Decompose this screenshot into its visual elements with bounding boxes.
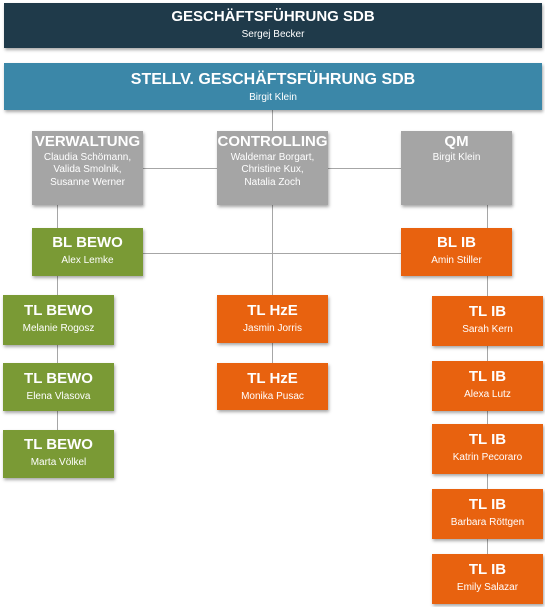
connector-hze-vertical	[272, 343, 273, 363]
verwaltung-names: Claudia Schömann, Valida Smolnik, Susann…	[44, 152, 131, 190]
tl-ib-box: TL IB Emily Salazar	[432, 554, 543, 604]
tl-ib-box: TL IB Barbara Röttgen	[432, 489, 543, 539]
ceo-box: GESCHÄFTSFÜHRUNG SDB Sergej Becker	[4, 3, 542, 48]
qm-name: Birgit Klein	[432, 151, 481, 163]
verwaltung-name: Claudia Schömann,	[43, 151, 132, 163]
tl-hze-name: Monika Pusac	[241, 390, 304, 402]
deputy-title: STELLV. GESCHÄFTSFÜHRUNG SDB	[130, 71, 416, 88]
tl-ib-title: TL IB	[468, 368, 507, 385]
tl-bewo-box: TL BEWO Melanie Rogosz	[3, 295, 114, 345]
tl-ib-name: Katrin Pecoraro	[452, 451, 523, 463]
tl-ib-box: TL IB Alexa Lutz	[432, 361, 543, 411]
deputy-box: STELLV. GESCHÄFTSFÜHRUNG SDB Birgit Klei…	[4, 63, 542, 110]
verwaltung-box: VERWALTUNG Claudia Schömann, Valida Smol…	[32, 131, 143, 205]
ceo-title: GESCHÄFTSFÜHRUNG SDB	[171, 8, 375, 25]
tl-ib-name: Sarah Kern	[462, 323, 513, 335]
tl-ib-title: TL IB	[468, 561, 507, 578]
tl-hze-box: TL HzE Monika Pusac	[217, 363, 328, 410]
tl-bewo-title: TL BEWO	[24, 436, 93, 453]
tl-ib-title: TL IB	[468, 431, 507, 448]
tl-hze-box: TL HzE Jasmin Jorris	[217, 295, 328, 343]
tl-bewo-name: Marta Völkel	[30, 456, 87, 468]
controlling-name: Waldemar Borgart,	[230, 151, 315, 163]
tl-ib-name: Alexa Lutz	[464, 388, 511, 400]
qm-title: QM	[444, 133, 469, 150]
tl-ib-title: TL IB	[468, 496, 507, 513]
tl-ib-name: Emily Salazar	[456, 581, 519, 593]
tl-bewo-box: TL BEWO Elena Vlasova	[3, 363, 114, 411]
deputy-name: Birgit Klein	[249, 91, 297, 103]
bl-bewo-title: BL BEWO	[52, 234, 123, 251]
controlling-box: CONTROLLING Waldemar Borgart, Christine …	[217, 131, 328, 205]
tl-bewo-name: Melanie Rogosz	[22, 322, 95, 334]
controlling-title: CONTROLLING	[217, 133, 328, 150]
bl-bewo-box: BL BEWO Alex Lemke	[32, 228, 143, 276]
bl-ib-name: Amin Stiller	[431, 254, 482, 266]
verwaltung-name: Susanne Werner	[50, 176, 125, 188]
controlling-name: Natalia Zoch	[244, 176, 301, 188]
qm-box: QM Birgit Klein	[401, 131, 512, 205]
verwaltung-name: Valida Smolnik,	[53, 164, 122, 175]
bl-ib-box: BL IB Amin Stiller	[401, 228, 512, 276]
tl-ib-title: TL IB	[468, 303, 507, 320]
tl-hze-title: TL HzE	[247, 370, 298, 387]
tl-ib-box: TL IB Sarah Kern	[432, 296, 543, 346]
tl-ib-name: Barbara Röttgen	[450, 516, 525, 528]
tl-hze-title: TL HzE	[247, 302, 298, 319]
verwaltung-title: VERWALTUNG	[34, 133, 141, 150]
qm-names: Birgit Klein	[433, 152, 481, 165]
controlling-names: Waldemar Borgart, Christine Kux, Natalia…	[231, 152, 315, 190]
tl-bewo-name: Elena Vlasova	[26, 390, 91, 402]
controlling-name: Christine Kux,	[241, 164, 304, 175]
tl-hze-name: Jasmin Jorris	[243, 322, 302, 334]
tl-bewo-title: TL BEWO	[24, 370, 93, 387]
tl-ib-box: TL IB Katrin Pecoraro	[432, 424, 543, 474]
ceo-name: Sergej Becker	[241, 28, 305, 40]
tl-bewo-title: TL BEWO	[24, 302, 93, 319]
bl-ib-title: BL IB	[437, 234, 476, 251]
bl-bewo-name: Alex Lemke	[61, 254, 114, 266]
tl-bewo-box: TL BEWO Marta Völkel	[3, 430, 114, 478]
